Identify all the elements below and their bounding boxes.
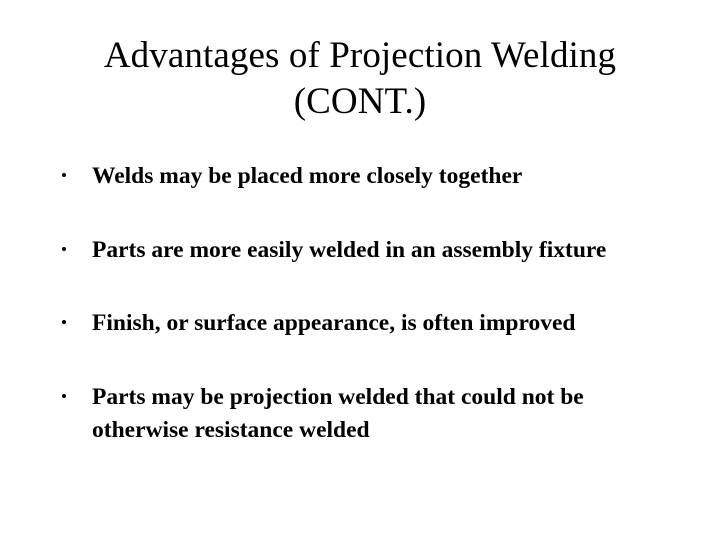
list-item-text: Parts may be projection welded that coul…: [92, 383, 584, 444]
slide-title: Advantages of Projection Welding (CONT.): [103, 35, 617, 122]
list-item: Parts may be projection welded that coul…: [56, 381, 676, 448]
list-item: Parts are more easily welded in an assem…: [56, 234, 676, 268]
list-item: Finish, or surface appearance, is often …: [56, 307, 676, 341]
bullet-list: Welds may be placed more closely togethe…: [56, 160, 676, 448]
bullet-dot-icon: [62, 173, 66, 177]
list-item-text: Finish, or surface appearance, is often …: [92, 310, 576, 336]
list-item: Welds may be placed more closely togethe…: [56, 160, 676, 194]
bullet-dot-icon: [62, 393, 66, 398]
bullet-dot-icon: [62, 320, 66, 324]
list-item-text: Welds may be placed more closely togethe…: [92, 163, 523, 189]
list-item-text: Parts are more easily welded in an assem…: [92, 236, 607, 263]
bullet-dot-icon: [62, 246, 66, 251]
